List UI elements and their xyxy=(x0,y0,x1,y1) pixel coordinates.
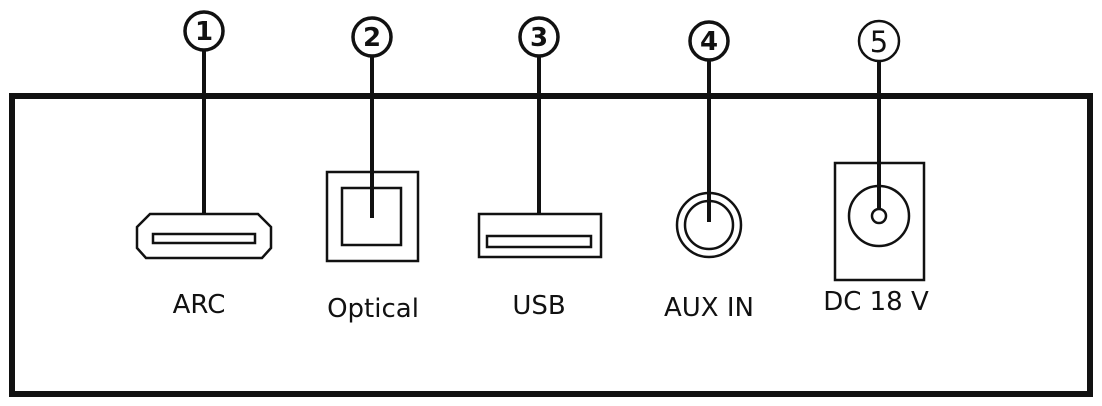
callout-4: 4 xyxy=(688,20,730,222)
port-label-arc: ARC xyxy=(173,290,226,320)
callout-5-number: 5 xyxy=(870,25,888,59)
panel-outline xyxy=(9,93,1093,397)
callout-3: 3 xyxy=(518,16,560,214)
port-label-usb: USB xyxy=(512,291,565,321)
optical-port-icon xyxy=(325,170,420,263)
aux-in-jack-icon xyxy=(675,191,743,259)
dc-power-jack-icon xyxy=(833,161,926,282)
callout-4-number: 4 xyxy=(700,27,718,57)
port-label-optical: Optical xyxy=(327,294,419,324)
port-label-dc-18v: DC 18 V xyxy=(823,287,929,317)
callout-2: 2 xyxy=(351,16,393,218)
callout-1-number: 1 xyxy=(195,17,213,47)
usb-port-icon xyxy=(477,212,603,259)
port-label-aux-in: AUX IN xyxy=(664,293,754,323)
callout-1: 1 xyxy=(183,10,225,214)
hdmi-arc-port-icon xyxy=(135,212,273,260)
callout-2-number: 2 xyxy=(363,23,381,53)
callout-5: 5 xyxy=(857,19,901,210)
callout-3-number: 3 xyxy=(530,23,548,53)
